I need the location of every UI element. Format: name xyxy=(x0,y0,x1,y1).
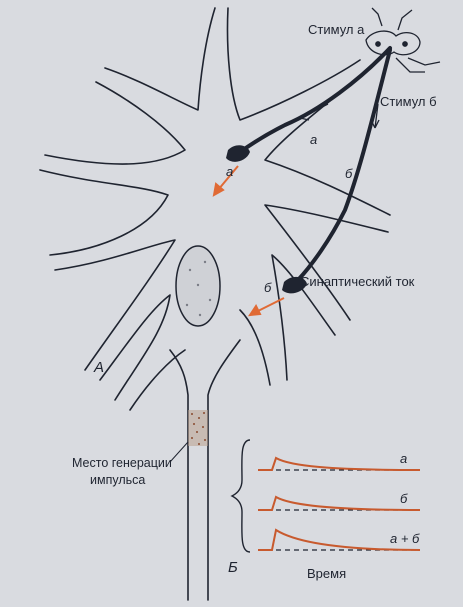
impulse-site-label-line1: Место генерации xyxy=(72,456,172,470)
panel-a-label: А xyxy=(93,359,104,376)
impulse-site-leader-line xyxy=(170,442,188,462)
panel-b-label: Б xyxy=(228,559,238,576)
trace-ab-label: а + б xyxy=(390,531,420,546)
impulse-site-label-line2: импульса xyxy=(90,473,145,487)
trace-b-label: б xyxy=(400,491,408,506)
trace-a xyxy=(258,458,420,470)
time-axis-label: Время xyxy=(307,566,346,581)
stimulus-a-label: Стимул а xyxy=(308,22,365,37)
fiber-b-label: б xyxy=(345,166,353,181)
fiber-a-label: а xyxy=(310,132,317,147)
trace-b xyxy=(258,497,420,510)
trace-a-label: а xyxy=(400,451,407,466)
stimulus-b-label: Стимул б xyxy=(380,94,437,109)
synaptic-current-label: Синаптический ток xyxy=(300,274,415,289)
arrow-a-label: а xyxy=(226,164,233,179)
terminal-a xyxy=(226,145,250,162)
traces-brace xyxy=(232,440,250,552)
neuron-outline-left xyxy=(40,8,215,410)
fiber-b xyxy=(298,50,390,280)
arrow-b-label: б xyxy=(264,280,272,295)
synaptic-current-arrowhead-b xyxy=(250,306,260,315)
neuron-outline-right xyxy=(228,8,391,385)
